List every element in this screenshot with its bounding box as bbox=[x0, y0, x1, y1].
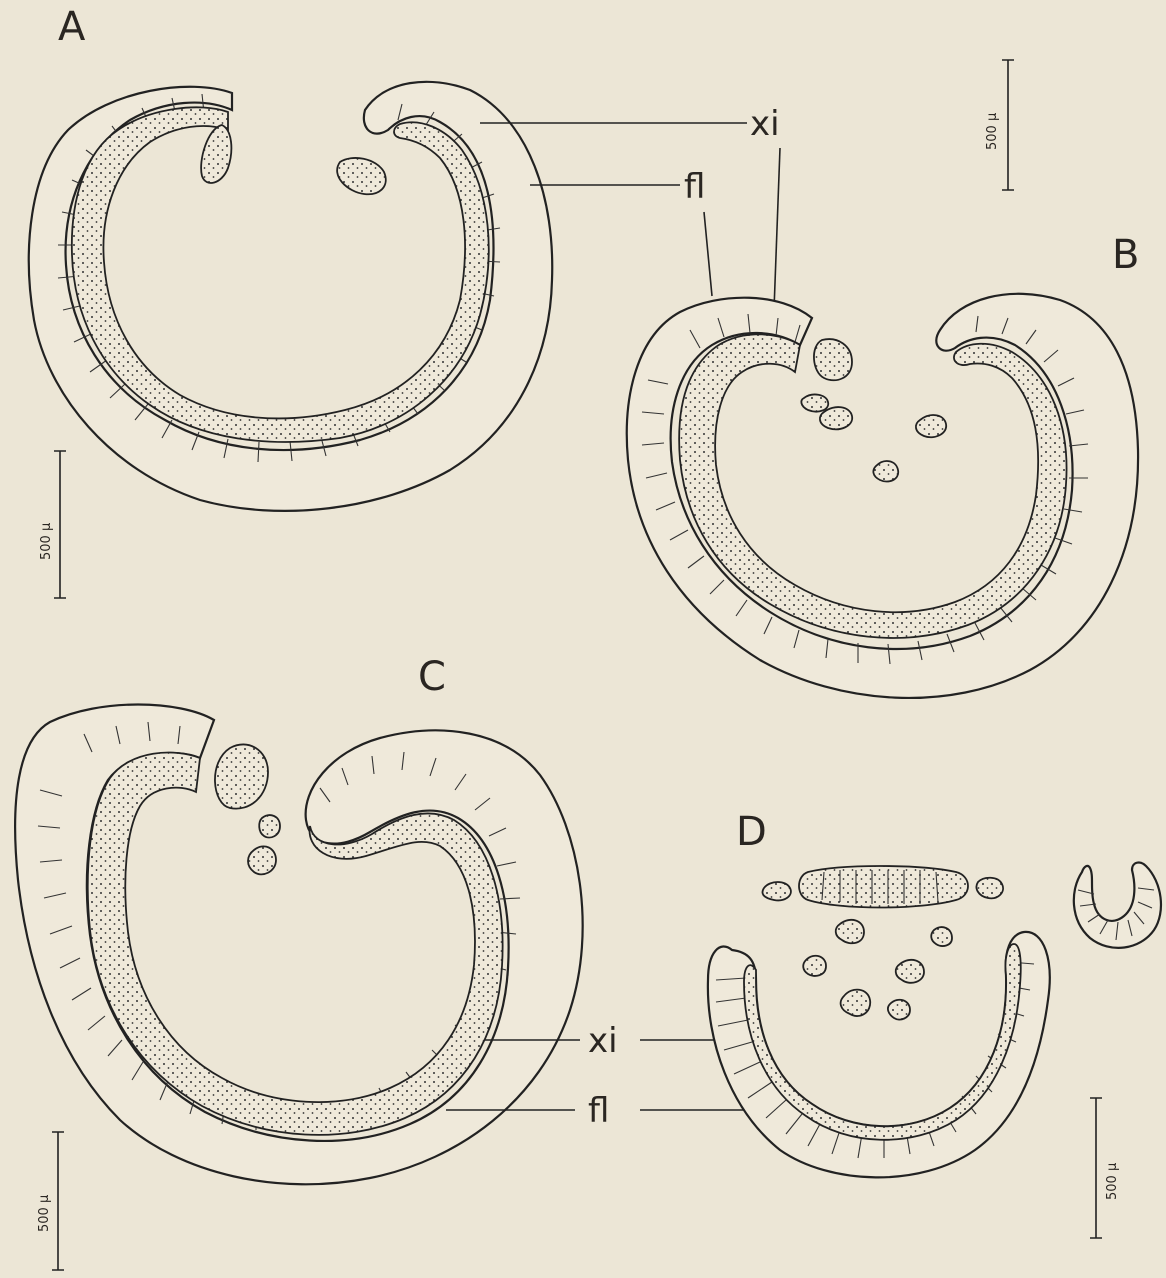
panel-d-fragment-8 bbox=[841, 990, 871, 1016]
panel-b-scale-bar: 500 µ bbox=[985, 60, 1014, 190]
panel-c-scale-bar: 500 µ bbox=[37, 1132, 64, 1270]
panel-d-fragment-5 bbox=[803, 956, 826, 976]
label-fl-bottom: fl bbox=[588, 1091, 609, 1131]
label-xi-bottom: xi bbox=[588, 1021, 618, 1061]
panel-d-scale-label: 500 µ bbox=[1105, 1163, 1120, 1200]
label-xi-top: xi bbox=[750, 104, 780, 144]
panel-d-letter: D bbox=[736, 809, 767, 855]
panel-a-scale-label: 500 µ bbox=[39, 523, 54, 560]
panel-c-letter: C bbox=[418, 654, 446, 700]
panel-c-fragment-1 bbox=[215, 744, 268, 808]
panel-b: B bbox=[627, 232, 1140, 698]
panel-d-scale-bar: 500 µ bbox=[1090, 1098, 1120, 1238]
panel-a: A bbox=[29, 4, 552, 511]
panel-d-fragment-3 bbox=[976, 878, 1003, 899]
panel-a-phloem bbox=[72, 107, 489, 442]
panel-b-scale-label: 500 µ bbox=[985, 113, 1000, 150]
panel-c-scale-label: 500 µ bbox=[37, 1195, 52, 1232]
panel-b-fragment-1 bbox=[814, 339, 852, 380]
panel-d-fragment-6 bbox=[931, 927, 952, 946]
panel-c-fragment-3 bbox=[248, 846, 276, 874]
panel-c-fragment-2 bbox=[259, 815, 280, 837]
panel-d-fragment-1 bbox=[762, 882, 790, 900]
panel-b-letter: B bbox=[1112, 232, 1139, 278]
panel-a-fragment-1 bbox=[201, 125, 231, 183]
panel-b-fragment-5 bbox=[873, 461, 898, 481]
panel-a-scale-bar: 500 µ bbox=[39, 451, 66, 598]
panel-d-fragment-7 bbox=[896, 960, 924, 983]
panel-d: D bbox=[708, 809, 1161, 1177]
panel-c: C bbox=[15, 654, 583, 1184]
panel-b-fragment-2 bbox=[801, 395, 828, 412]
label-fl-top: fl bbox=[684, 167, 705, 207]
panel-a-letter: A bbox=[58, 4, 86, 50]
panel-b-fragment-4 bbox=[916, 415, 946, 437]
panel-b-fragment-3 bbox=[820, 407, 852, 429]
panel-d-fragment-9 bbox=[888, 1000, 910, 1020]
panel-d-fragment-4 bbox=[836, 920, 864, 943]
panel-a-fragment-2 bbox=[337, 158, 386, 194]
